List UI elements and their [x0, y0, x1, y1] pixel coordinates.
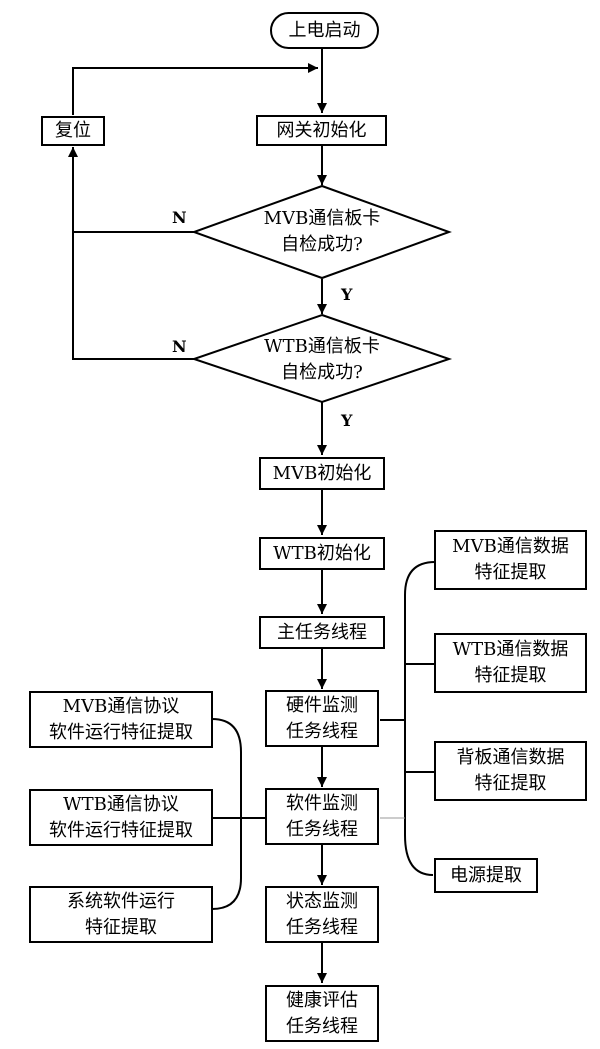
- mvb-check-label: MVB通信板卡 自检成功?: [263, 208, 381, 255]
- mvb-init-box: MVB初始化: [259, 457, 385, 490]
- line-wtb-no-to-left: [72, 232, 194, 360]
- state-monitor-box: 状态监测 任务线程: [265, 886, 379, 943]
- health-eval-box: 健康评估 任务线程: [265, 985, 379, 1042]
- wtb-init-box: WTB初始化: [259, 537, 385, 570]
- wtb-check-diamond: [190, 313, 453, 404]
- start-terminal: 上电启动: [270, 12, 379, 49]
- power-box: 电源提取: [434, 858, 538, 893]
- mvb-protocol-box: MVB通信协议 软件运行特征提取: [29, 691, 213, 748]
- right-brace: [404, 561, 436, 876]
- wtb-no-label: N: [172, 337, 187, 356]
- backplane-data-box: 背板通信数据 特征提取: [434, 741, 587, 801]
- reset-box: 复位: [41, 116, 105, 146]
- wtb-check-label: WTB通信板卡 自检成功?: [264, 336, 380, 383]
- wtb-data-box: WTB通信数据 特征提取: [434, 633, 587, 693]
- mvb-check-diamond: [191, 184, 452, 280]
- wtb-protocol-box: WTB通信协议 软件运行特征提取: [29, 789, 213, 846]
- arrow-reset-to-gateway: [72, 63, 318, 115]
- wtb-yes-label: Y: [341, 411, 353, 430]
- hw-monitor-box: 硬件监测 任务线程: [265, 690, 379, 747]
- mvb-data-box: MVB通信数据 特征提取: [434, 530, 587, 590]
- mvb-no-label: N: [172, 208, 187, 227]
- sw-monitor-box: 软件监测 任务线程: [265, 788, 379, 845]
- gateway-init-box: 网关初始化: [256, 115, 387, 146]
- sys-software-box: 系统软件运行 特征提取: [29, 886, 213, 943]
- left-brace: [211, 718, 242, 910]
- main-thread-box: 主任务线程: [259, 616, 385, 649]
- mvb-yes-label: Y: [341, 285, 353, 304]
